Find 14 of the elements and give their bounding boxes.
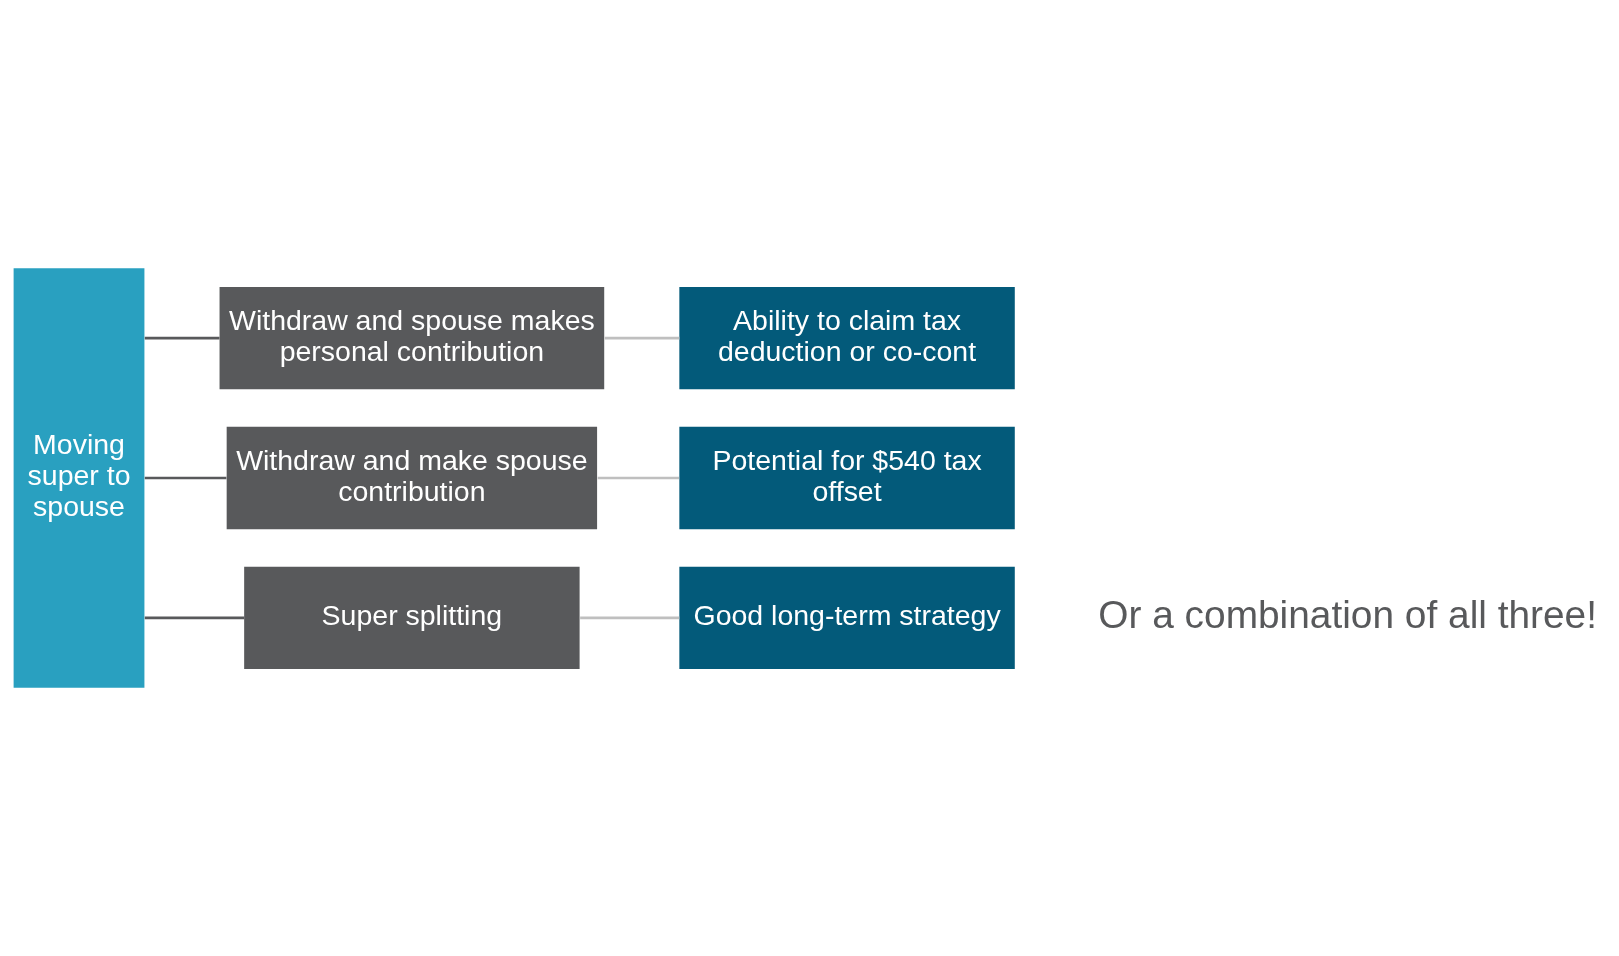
node-box: Moving super to spouse: [13, 268, 145, 688]
node-box: Super splitting: [244, 566, 580, 670]
connector: [597, 476, 680, 480]
node-box: Withdraw and spouse makes personal contribution: [219, 286, 605, 390]
node-box: Withdraw and make spouse contribution: [226, 426, 598, 530]
connector: [144, 616, 245, 620]
connector: [580, 616, 680, 620]
connector: [604, 336, 680, 340]
node-box: Potential for $540 tax offset: [679, 426, 1015, 530]
node-box: Good long-term strategy: [679, 566, 1015, 670]
connector: [144, 476, 227, 480]
node-box: Ability to claim tax deduction or co-cont: [679, 286, 1015, 390]
label: Or a combination of all three!: [1098, 592, 1598, 636]
connector: [144, 336, 220, 340]
